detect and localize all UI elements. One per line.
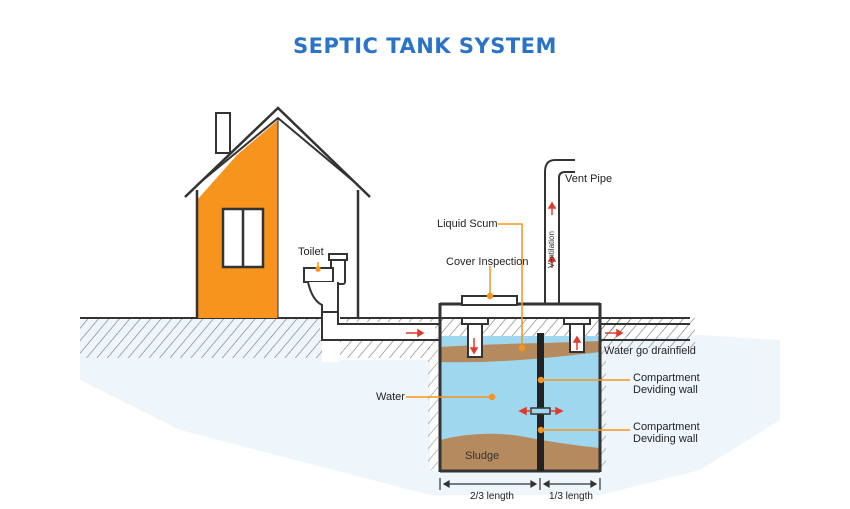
sludge-layer (440, 433, 600, 470)
sludge-label: Sludge (465, 450, 500, 462)
ventilation-label: Ventilation (547, 231, 556, 268)
compartment-label-2-line2: Deviding wall (633, 433, 698, 445)
water-label: Water (376, 391, 405, 403)
inlet-pipe (321, 312, 440, 341)
divider-wall (537, 333, 544, 471)
cover-inspection-label: Cover Inspection (446, 256, 529, 268)
length-one-third-label: 1/3 length (549, 491, 593, 502)
page-title: SEPTIC TANK SYSTEM (293, 34, 557, 58)
house-outline (184, 106, 371, 198)
dimension-lines (439, 478, 601, 490)
flow-arrows (406, 201, 624, 416)
compartment-label-2-line1: Compartment (633, 421, 700, 433)
liquid-scum-label: Liquid Scum (437, 218, 498, 230)
length-two-thirds-label: 2/3 length (470, 491, 514, 502)
outlet-pipe (600, 323, 690, 341)
compartment-label-1-line2: Deviding wall (633, 384, 698, 396)
compartment-label-1-line1: Compartment (633, 372, 700, 384)
vent-pipe-label: Vent Pipe (565, 173, 613, 185)
toilet-label: Toilet (298, 246, 324, 258)
leader-lines (315, 223, 630, 434)
vent-pipe (544, 159, 575, 305)
water-go-drainfield-label: Water go drainfield (604, 345, 696, 357)
septic-tank (438, 302, 602, 473)
toilet-fixture (303, 253, 348, 313)
house (184, 106, 371, 318)
